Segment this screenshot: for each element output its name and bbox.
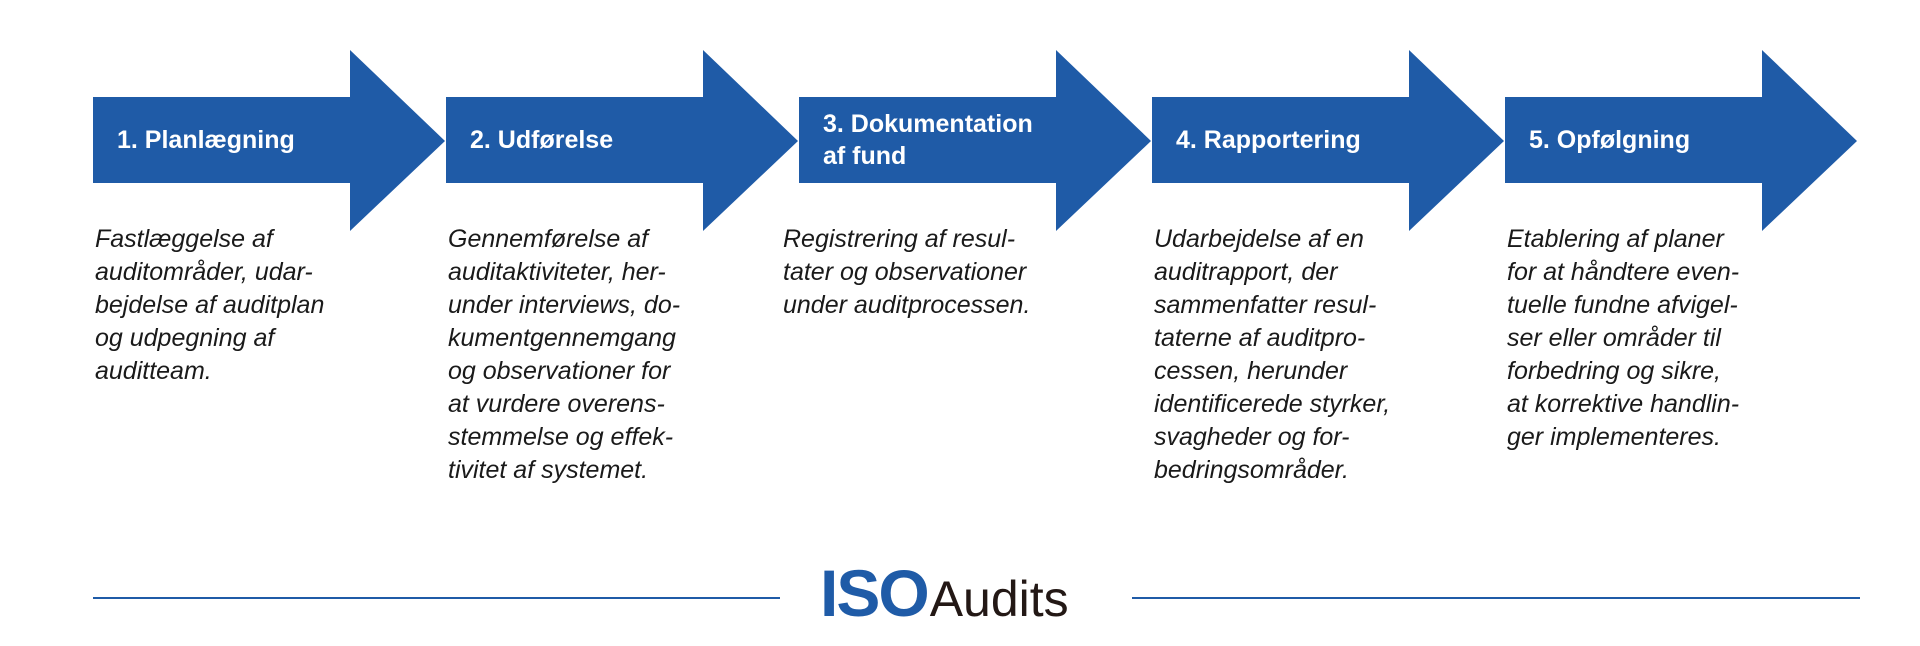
step-title-line: af fund [823, 142, 907, 170]
step-description-line: at vurdere overens- [448, 390, 665, 418]
step-description-line: cessen, herunder [1154, 357, 1348, 385]
right-arrow-icon [1152, 50, 1504, 231]
step-description-line: auditteam. [95, 357, 212, 385]
step-description: Etablering af planer for at håndtere eve… [1507, 223, 1807, 454]
process-step-3: 3. Dokumentation af fund Registrering af… [783, 0, 1159, 646]
step-description-line: og udpegning af [95, 324, 275, 352]
step-description-line: identificerede styrker, [1154, 390, 1391, 418]
step-title: 2. Udførelse [470, 97, 720, 183]
step-description-line: Fastlæggelse af [95, 225, 273, 253]
right-arrow-icon [446, 50, 798, 231]
right-arrow-icon [799, 50, 1151, 231]
right-arrow-icon [1505, 50, 1857, 231]
step-description-line: auditaktiviteter, her- [448, 258, 666, 286]
step-description-line: bejdelse af auditplan [95, 291, 325, 319]
step-description-line: auditrapport, der [1154, 258, 1338, 286]
step-title: 5. Opfølgning [1529, 97, 1779, 183]
step-description-line: forbedring og sikre, [1507, 357, 1722, 385]
logo-iso-text: ISO [820, 556, 930, 630]
step-description: Registrering af resul- tater og observat… [783, 223, 1083, 322]
step-description-line: kumentgennemgang [448, 324, 676, 352]
step-title-line: 4. Rapportering [1176, 126, 1361, 154]
step-description-line: Gennemførelse af [448, 225, 649, 253]
step-title: 3. Dokumentation af fund [823, 97, 1073, 183]
process-step-1: 1. Planlægning Fastlæggelse af auditområ… [93, 0, 453, 646]
step-description-line: at korrektive handlin- [1507, 390, 1740, 418]
step-description-line: tater og observationer [783, 258, 1027, 286]
footer-rule-left [93, 597, 780, 599]
logo-audits-text: Audits [929, 571, 1069, 627]
step-description-line: Etablering af planer [1507, 225, 1724, 253]
process-step-4: 4. Rapportering Udarbejdelse af en audit… [1152, 0, 1512, 646]
step-description-line: stemmelse og effek- [448, 423, 674, 451]
step-title-line: 3. Dokumentation [823, 110, 1033, 138]
step-description: Gennemførelse af auditaktiviteter, her- … [448, 223, 748, 487]
step-description-line: Registrering af resul- [783, 225, 1016, 253]
step-description: Fastlæggelse af auditområder, udar- bejd… [95, 223, 395, 388]
step-description-line: taterne af auditpro- [1154, 324, 1366, 352]
process-step-2: 2. Udførelse Gennemførelse af auditaktiv… [446, 0, 806, 646]
step-title: 1. Planlægning [117, 97, 367, 183]
step-description-line: for at håndtere even- [1507, 258, 1740, 286]
right-arrow-icon [93, 50, 445, 231]
step-description-line: under auditprocessen. [783, 291, 1031, 319]
step-title-line: 5. Opfølgning [1529, 126, 1691, 154]
step-description-line: tivitet af systemet. [448, 456, 649, 484]
footer-rule-right [1132, 597, 1860, 599]
step-description: Udarbejdelse af en auditrapport, der sam… [1154, 223, 1454, 487]
process-step-5: 5. Opfølgning Etablering af planer for a… [1505, 0, 1865, 646]
step-title-line: 1. Planlægning [117, 126, 295, 154]
step-description-line: svagheder og for- [1154, 423, 1350, 451]
step-description-line: ser eller områder til [1507, 324, 1721, 352]
step-description-line: under interviews, do- [448, 291, 681, 319]
step-description-line: auditområder, udar- [95, 258, 313, 286]
step-description-line: ger implementeres. [1507, 423, 1721, 451]
step-description-line: Udarbejdelse af en [1154, 225, 1364, 253]
step-description-line: og observationer for [448, 357, 671, 385]
isoaudits-logo: ISO Audits [820, 558, 1069, 628]
step-description-line: bedringsområder. [1154, 456, 1350, 484]
step-title: 4. Rapportering [1176, 97, 1426, 183]
step-title-line: 2. Udførelse [470, 126, 614, 154]
step-description-line: sammenfatter resul- [1154, 291, 1377, 319]
step-description-line: tuelle fundne afvigel- [1507, 291, 1738, 319]
